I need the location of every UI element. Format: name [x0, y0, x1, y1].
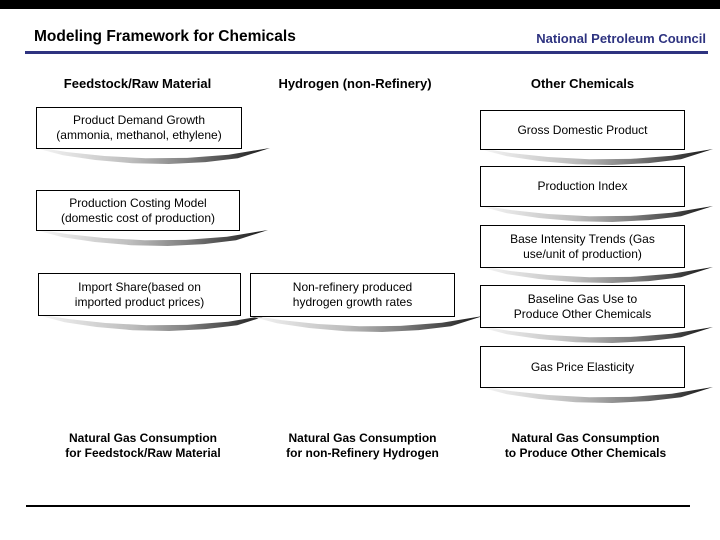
box-production-costing-model-frame: Production Costing Model (domestic cost …: [36, 190, 240, 231]
box-import-share-frame: Import Share(based on imported product p…: [38, 273, 241, 316]
box-shadow: [40, 148, 270, 164]
box-gas-price-elasticity: Gas Price Elasticity: [480, 346, 713, 403]
box-non-refinery-hydrogen: Non-refinery produced hydrogen growth ra…: [250, 273, 483, 332]
box-shadow: [484, 327, 713, 343]
box-text-line: (domestic cost of production): [60, 210, 216, 225]
box-product-demand-growth-frame: Product Demand Growth (ammonia, methanol…: [36, 107, 242, 149]
box-text-line: Produce Other Chemicals: [513, 306, 652, 321]
box-text-line: imported product prices): [74, 294, 205, 309]
box-production-costing-model: Production Costing Model (domestic cost …: [36, 190, 268, 246]
box-baseline-gas-use: Baseline Gas Use to Produce Other Chemic…: [480, 285, 713, 343]
box-base-intensity-trends-frame: Base Intensity Trends (Gas use/unit of p…: [480, 225, 685, 268]
box-text-line: Production Index: [537, 179, 628, 193]
box-production-index: Production Index: [480, 166, 713, 222]
column-header-other-chemicals: Other Chemicals: [530, 76, 635, 91]
box-product-demand-growth: Product Demand Growth (ammonia, methanol…: [36, 107, 270, 164]
box-gas-price-elasticity-frame: Gas Price Elasticity: [480, 346, 685, 388]
box-text-line: (ammonia, methanol, ethylene): [56, 128, 222, 142]
box-shadow: [484, 267, 713, 283]
output-label-hydrogen: Natural Gas Consumption for non-Refinery…: [255, 431, 470, 461]
box-text-line: Baseline Gas Use to: [527, 291, 638, 306]
output-text-line: to Produce Other Chemicals: [504, 446, 667, 460]
box-shadow: [484, 206, 713, 222]
title-underline: [25, 51, 708, 54]
output-text-line: Natural Gas Consumption: [511, 431, 660, 445]
column-header-hydrogen: Hydrogen (non-Refinery): [278, 76, 432, 91]
output-text-line: for non-Refinery Hydrogen: [286, 446, 439, 460]
output-label-other-chemicals: Natural Gas Consumption to Produce Other…: [478, 431, 693, 461]
box-gross-domestic-product-frame: Gross Domestic Product: [480, 110, 685, 150]
box-text-line: Base Intensity Trends (Gas: [510, 231, 655, 246]
box-shadow: [484, 387, 713, 403]
box-text-line: Gross Domestic Product: [517, 122, 648, 137]
box-import-share: Import Share(based on imported product p…: [38, 273, 269, 331]
box-text-line: Non-refinery produced: [292, 280, 413, 294]
slide-title: Modeling Framework for Chemicals: [34, 28, 296, 45]
bottom-rule: [26, 505, 690, 507]
box-baseline-gas-use-frame: Baseline Gas Use to Produce Other Chemic…: [480, 285, 685, 328]
box-shadow: [254, 316, 483, 332]
box-text-line: Product Demand Growth: [72, 113, 206, 127]
box-non-refinery-hydrogen-frame: Non-refinery produced hydrogen growth ra…: [250, 273, 455, 317]
top-black-bar: [0, 0, 720, 9]
box-base-intensity-trends: Base Intensity Trends (Gas use/unit of p…: [480, 225, 713, 283]
org-label: National Petroleum Council: [536, 31, 706, 46]
box-text-line: Import Share(based on: [78, 279, 201, 294]
box-text-line: Gas Price Elasticity: [530, 359, 635, 374]
box-shadow: [484, 149, 713, 165]
box-production-index-frame: Production Index: [480, 166, 685, 207]
box-gross-domestic-product: Gross Domestic Product: [480, 110, 713, 165]
output-text-line: for Feedstock/Raw Material: [65, 446, 221, 460]
output-text-line: Natural Gas Consumption: [288, 431, 437, 445]
column-header-feedstock: Feedstock/Raw Material: [63, 76, 212, 91]
box-text-line: use/unit of production): [523, 246, 642, 261]
box-shadow: [40, 230, 268, 246]
output-text-line: Natural Gas Consumption: [68, 431, 217, 445]
box-shadow: [42, 315, 269, 331]
output-label-feedstock: Natural Gas Consumption for Feedstock/Ra…: [38, 431, 248, 461]
box-text-line: Production Costing Model: [69, 195, 207, 210]
box-text-line: hydrogen growth rates: [292, 295, 413, 309]
